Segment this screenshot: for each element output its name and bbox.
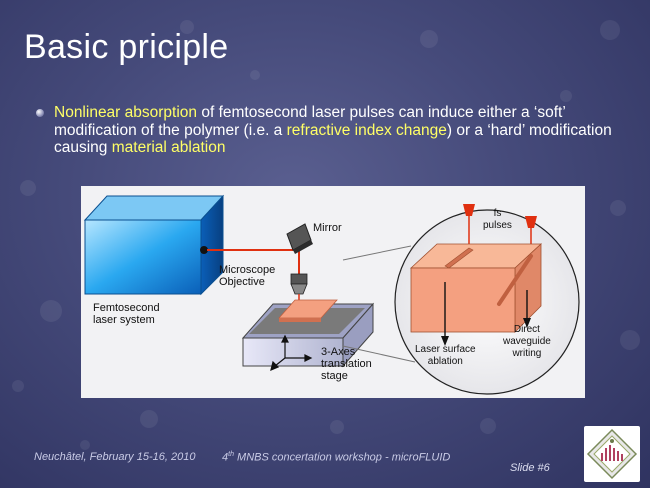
zoom-circle — [394, 204, 580, 395]
label-femtosecond-laser: Femtosecond laser system — [93, 302, 160, 326]
femtosecond-laser-box — [83, 194, 225, 296]
label-translation-stage: 3-Axes translation stage — [321, 346, 372, 382]
schematic-diagram — [83, 194, 580, 395]
bg-dot — [620, 330, 640, 350]
bg-dot — [12, 380, 24, 392]
footer-location-date: Neuchâtel, February 15-16, 2010 — [34, 451, 196, 463]
bullet-text-part: ) or a ‘hard’ modification causing — [54, 121, 612, 157]
bg-dot — [40, 300, 62, 322]
footer-workshop: 4th MNBS concertation workshop - microFL… — [222, 451, 450, 464]
zoom-line — [342, 245, 412, 261]
microfluid-logo-icon — [586, 428, 638, 480]
bullet-icon — [36, 109, 44, 117]
bg-dot — [600, 20, 620, 40]
bg-dot — [180, 20, 194, 34]
highlight-nonlinear-absorption: Nonlinear absorption — [54, 104, 198, 121]
bg-dot — [330, 420, 344, 434]
bullet-point: Nonlinear absorption of femtosecond lase… — [36, 104, 616, 157]
label-mirror: Mirror — [313, 222, 342, 234]
highlight-refractive-index-change: refractive index change — [286, 121, 447, 139]
microfluid-logo — [584, 426, 640, 482]
bg-dot — [610, 200, 626, 216]
footer-workshop-number: 4 — [222, 451, 229, 464]
bullet-text: Nonlinear absorption of femtosecond lase… — [54, 104, 616, 157]
bg-dot — [80, 440, 90, 450]
mirror-icon — [286, 223, 313, 254]
label-laser-surface-ablation: Laser surface ablation — [415, 344, 476, 367]
label-direct-waveguide-writing: Direct waveguide writing — [503, 324, 551, 359]
bg-dot — [20, 180, 36, 196]
bg-dot — [560, 90, 572, 102]
bg-dot — [250, 70, 260, 80]
footer-workshop-ordinal: th — [228, 451, 234, 458]
schematic-figure: Mirror Microscope Objective Femtosecond … — [81, 186, 585, 398]
translation-stage — [241, 299, 375, 368]
bullet-text-part: of femtosecond laser pulses can induce e… — [54, 104, 566, 139]
bg-dot — [480, 418, 496, 434]
axes-arrows-icon — [270, 334, 313, 372]
bg-dot — [140, 410, 158, 428]
bg-dot — [420, 30, 438, 48]
zoom-line — [342, 345, 416, 363]
footer-workshop-name: MNBS concertation workshop - microFLUID — [233, 451, 451, 464]
label-microscope-objective: Microscope Objective — [219, 264, 276, 288]
label-fs-pulses: fs pulses — [483, 208, 512, 231]
slide-title: Basic priciple — [24, 28, 229, 66]
highlight-material-ablation: material ablation — [111, 139, 226, 156]
slide-number: Slide #6 — [510, 462, 550, 474]
